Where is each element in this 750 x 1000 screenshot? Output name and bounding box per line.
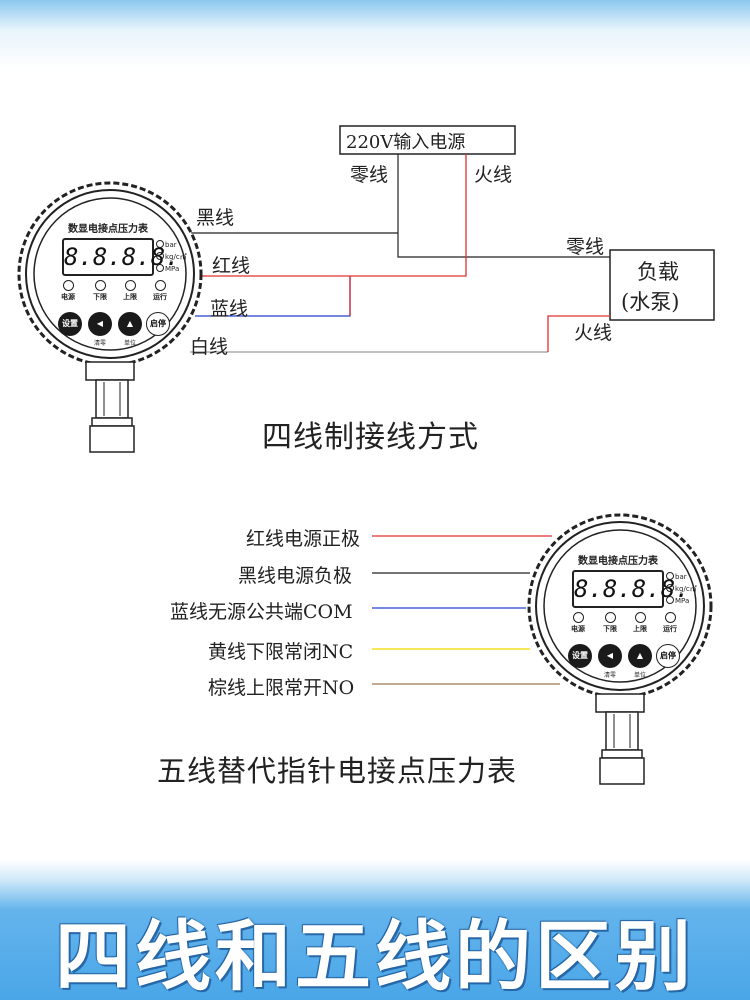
indicator-power: 电源 [56,280,80,302]
indicator-power: 电源 [566,612,590,634]
load-neutral-label: 零线 [566,236,605,258]
unit-kgcm: kg/c㎡ [666,583,697,595]
power-box [339,125,516,155]
unit-mpa: MPa [666,595,697,607]
gauge-2: 数显电接点压力表 8.8.8.8. bar kg/c㎡ MPa 电源 下限 上限… [528,514,708,784]
indicator-run: 运行 [148,280,172,302]
diagram2-wires [372,535,560,685]
gauge-up-button[interactable]: ▲ [118,312,142,336]
banner-title: 四线和五线的区别 [55,912,695,1000]
neutral-wire [397,154,610,258]
wire2-blue-label: 蓝线无源公共端COM [170,601,353,623]
unit-bar: bar [666,571,697,583]
gauge-startstop-button[interactable]: 启停 [656,644,680,668]
gauge-left-button[interactable]: ◀ [88,312,112,336]
gauge-left-button[interactable]: ◀ [598,644,622,668]
indicator-upper: 上限 [628,612,652,634]
neutral-top-label: 零线 [350,164,389,186]
diagram2-caption: 五线替代指针电接点压力表 [157,754,518,788]
gauge-title: 数显电接点压力表 [68,224,148,235]
gauge-up-button[interactable]: ▲ [628,644,652,668]
indicator-upper: 上限 [118,280,142,302]
unit-mpa: MPa [156,263,187,275]
gauge-set-button[interactable]: 设置 [58,312,82,336]
wire-black-label: 黑线 [196,207,235,229]
gauge-sub-clear: 清零 [603,672,616,679]
red-wire [195,154,467,277]
gauge-sub-clear: 清零 [93,340,106,347]
wire-white-label: 白线 [190,336,229,358]
load-live-label: 火线 [574,322,613,344]
wire-red-label: 红线 [212,255,251,277]
wire2-black-label: 黑线电源负极 [238,565,353,587]
live-top-label: 火线 [474,164,513,186]
indicator-lower: 下限 [598,612,622,634]
load-live-wire [547,315,610,352]
load-label-line1: 负载 [637,260,679,284]
power-box-label: 220V输入电源 [346,132,466,153]
diagram1-wires [190,125,715,353]
load-box [609,249,715,321]
load-label-line2: (水泵) [621,290,680,314]
gauge-units: bar kg/c㎡ MPa [666,571,697,607]
gauge-sub-unit: 单位 [123,340,136,347]
gauge-1: 数显电接点压力表 8.8.8.8. bar kg/c㎡ MPa 电源 下限 上限… [18,182,198,452]
wire-blue-label: 蓝线 [210,298,249,320]
gauge-title: 数显电接点压力表 [578,556,658,567]
gauge-lcd: 8.8.8.8. [62,238,180,276]
gauge-startstop-button[interactable]: 启停 [146,312,170,336]
gauge-set-button[interactable]: 设置 [568,644,592,668]
unit-bar: bar [156,239,187,251]
wire2-yellow-label: 黄线下限常闭NC [208,641,354,663]
gauge-units: bar kg/c㎡ MPa [156,239,187,275]
indicator-run: 运行 [658,612,682,634]
wire2-red-label: 红线电源正极 [246,528,361,550]
diagram1-caption: 四线制接线方式 [262,420,479,455]
gauge-sub-unit: 单位 [633,672,646,679]
unit-kgcm: kg/c㎡ [156,251,187,263]
wire2-brown-label: 棕线上限常开NO [208,677,355,699]
indicator-lower: 下限 [88,280,112,302]
gauge-lcd: 8.8.8.8. [572,570,690,608]
